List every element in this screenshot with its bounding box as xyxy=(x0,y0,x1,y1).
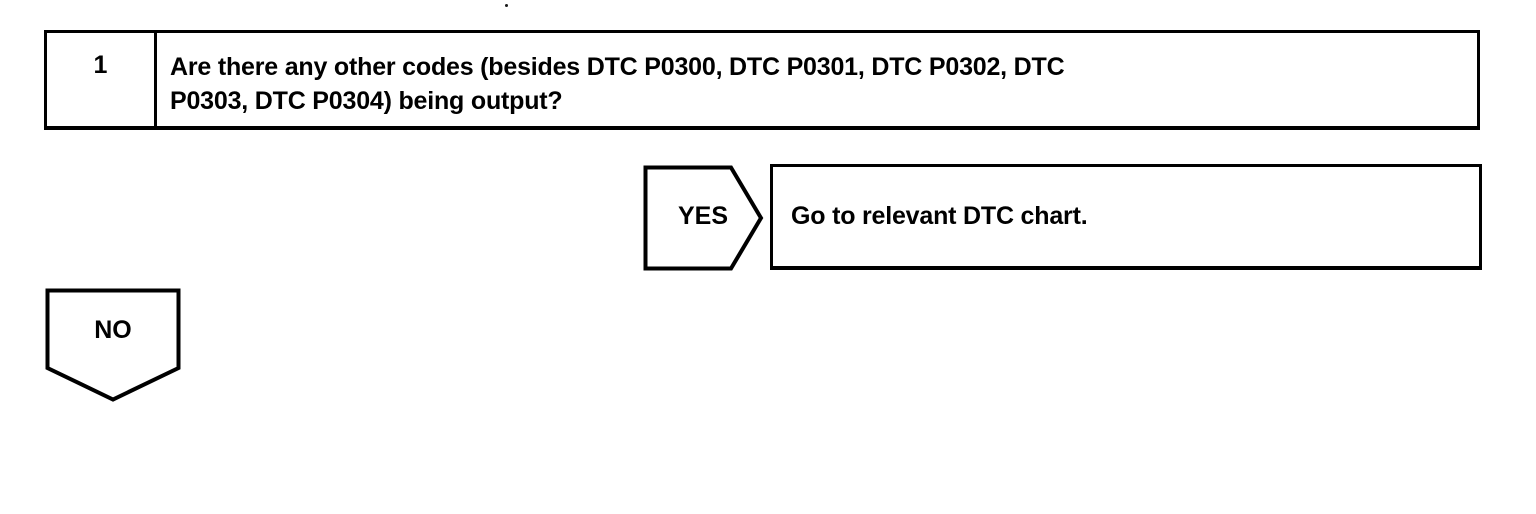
yes-arrow-shape xyxy=(643,165,764,271)
step-question-text: Are there any other codes (besides DTC P… xyxy=(170,53,1065,115)
no-arrow-polygon xyxy=(45,288,181,402)
yes-branch-label: YES xyxy=(677,202,729,230)
no-branch-label: NO xyxy=(94,316,132,344)
yes-result-box: Go to relevant DTC chart. xyxy=(770,164,1482,270)
step-question-cell: Are there any other codes (besides DTC P… xyxy=(157,33,1477,126)
step-row: 1 Are there any other codes (besides DTC… xyxy=(44,30,1480,130)
scan-artifact-speck xyxy=(505,4,508,7)
step-number: 1 xyxy=(93,51,108,79)
step-number-cell: 1 xyxy=(47,33,157,126)
no-arrow-shape xyxy=(45,288,181,402)
yes-result-text: Go to relevant DTC chart. xyxy=(791,202,1088,230)
yes-arrow-polygon xyxy=(643,165,764,271)
